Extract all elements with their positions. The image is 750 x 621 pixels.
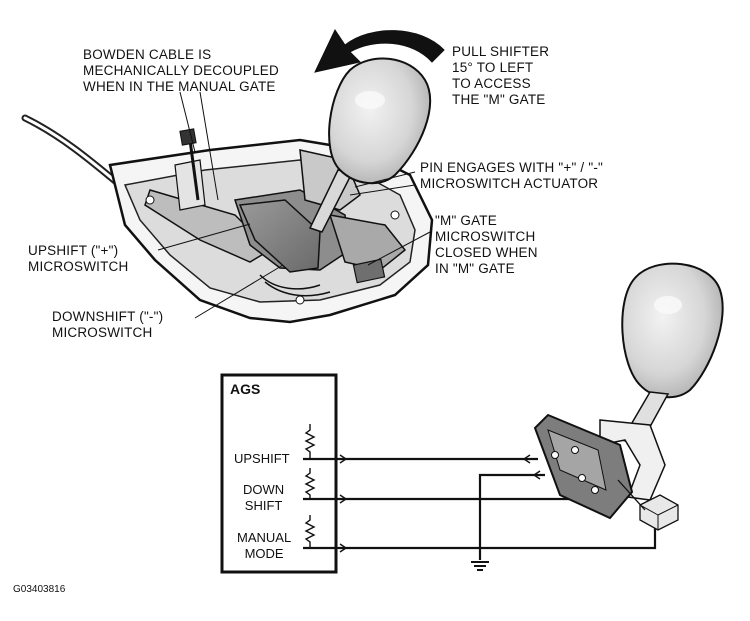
pull-arrow bbox=[314, 28, 445, 73]
ags-switches bbox=[303, 424, 316, 549]
leader-lines bbox=[157, 91, 431, 319]
lower-shifter bbox=[533, 262, 724, 531]
gate-plate bbox=[238, 199, 321, 273]
pull-shifter-callout: PULL SHIFTER 15° TO LEFT TO ACCESS THE "… bbox=[452, 44, 550, 107]
m-gate-microswitch-callout: "M" GATE MICROSWITCH CLOSED WHEN IN "M" … bbox=[435, 213, 538, 276]
bowden-cable-callout: BOWDEN CABLE IS MECHANICALLY DECOUPLED W… bbox=[83, 47, 279, 94]
wire-arrows bbox=[339, 454, 541, 553]
figure-id: G03403816 bbox=[13, 584, 66, 595]
lower-shift-knob bbox=[621, 262, 724, 399]
pin-engages-callout: PIN ENGAGES WITH "+" / "-" MICROSWITCH A… bbox=[420, 160, 604, 191]
ags-title: AGS bbox=[230, 381, 261, 397]
upshift-signal-label: UPSHIFT bbox=[234, 451, 290, 466]
ground-symbol bbox=[471, 561, 489, 571]
downshift-signal-label: DOWN SHIFT bbox=[243, 482, 285, 513]
ags-box bbox=[220, 373, 338, 574]
manual-mode-signal-label: MANUAL MODE bbox=[237, 530, 292, 561]
signal-wires bbox=[303, 457, 657, 560]
shift-knob bbox=[328, 57, 432, 185]
upshift-microswitch-callout: UPSHIFT ("+") MICROSWITCH bbox=[28, 243, 129, 274]
mgate-microswitch bbox=[639, 494, 679, 531]
shifter-assembly bbox=[21, 28, 445, 324]
downshift-microswitch-callout: DOWNSHIFT ("-") MICROSWITCH bbox=[52, 309, 164, 340]
